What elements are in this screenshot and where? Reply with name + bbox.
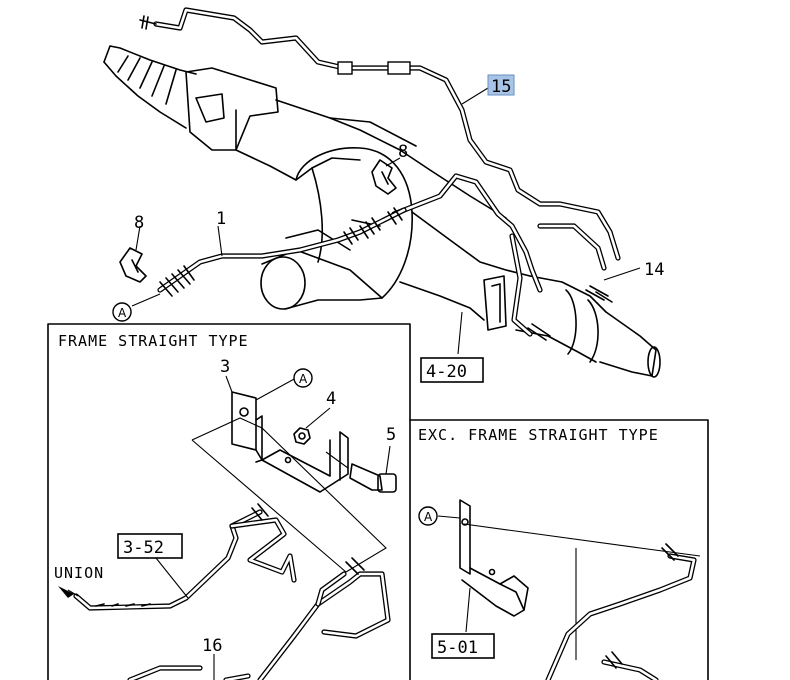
- leader-lines-top: [131, 87, 641, 355]
- svg-text:A: A: [299, 372, 308, 386]
- callout-15-highlight[interactable]: 15: [487, 74, 515, 97]
- svg-text:A: A: [118, 306, 127, 320]
- clip-left: [119, 247, 147, 283]
- union-label: UNION: [54, 564, 104, 582]
- circle-a-main: A: [112, 302, 132, 322]
- panel-straight-title: FRAME STRAIGHT TYPE: [58, 332, 249, 350]
- callout-16: 16: [202, 636, 222, 656]
- circle-a-exc: A: [418, 506, 438, 526]
- callout-15[interactable]: 15: [491, 77, 511, 97]
- axle-housing: [103, 45, 661, 378]
- callout-1: 1: [216, 209, 226, 229]
- callout-5: 5: [386, 425, 396, 445]
- callout-14: 14: [644, 260, 664, 280]
- ref-box-4-20[interactable]: 4-20: [420, 357, 484, 383]
- svg-text:A: A: [424, 510, 433, 524]
- callout-3: 3: [220, 357, 230, 377]
- callout-8-left: 8: [134, 213, 144, 233]
- ref-box-3-52[interactable]: 3-52: [117, 533, 183, 559]
- ref-5-01-label: 5-01: [437, 638, 478, 658]
- brake-hose: [157, 207, 407, 297]
- panel-frame-straight: FRAME STRAIGHT TYPE: [47, 323, 411, 680]
- panel-exc-frame-straight: EXC. FRAME STRAIGHT TYPE: [409, 419, 709, 680]
- brake-pipe-top: [139, 7, 621, 341]
- panel-exc-title: EXC. FRAME STRAIGHT TYPE: [418, 426, 659, 444]
- ref-box-5-01[interactable]: 5-01: [431, 633, 495, 659]
- clip-top: [371, 159, 397, 195]
- callout-8-top: 8: [398, 142, 408, 162]
- circle-a-straight: A: [293, 368, 313, 388]
- ref-3-52-label: 3-52: [123, 538, 164, 558]
- callout-4: 4: [326, 389, 336, 409]
- ref-4-20-label: 4-20: [426, 362, 467, 382]
